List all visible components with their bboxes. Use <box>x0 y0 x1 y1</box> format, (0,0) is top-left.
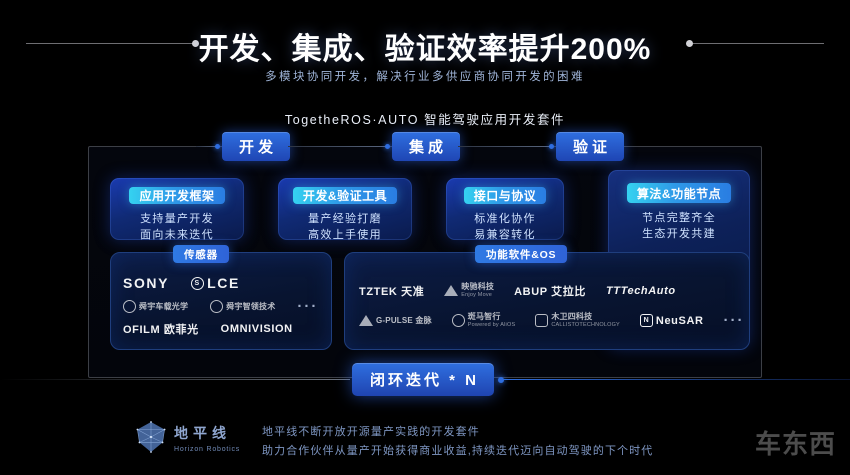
partner-logo-label: 木卫四科技 <box>551 312 593 322</box>
feature-card-text: 节点完整齐全 生态开发共建 <box>642 211 716 242</box>
stage-tab-verification[interactable]: 验证 <box>556 132 625 161</box>
partner-logo-omnivision: OMNIVISION <box>220 322 293 335</box>
enjoymove-mark-icon <box>444 284 459 297</box>
feature-card-line-2: 高效上手使用 <box>308 228 382 241</box>
feature-card-badge: 接口与协议 <box>463 187 547 204</box>
feature-card-line-2: 易兼容转化 <box>474 228 536 241</box>
sensor-partner-panel: 传感器 SONY S LCE 舜宇车载光学 舜宇智领技术 ··· <box>110 245 332 350</box>
partner-logo-lce: S LCE <box>191 275 240 291</box>
feature-card-line-1: 量产经验打磨 <box>308 213 382 225</box>
banma-mark-icon <box>451 314 465 328</box>
lce-mark-icon: S <box>191 276 205 290</box>
product-tag: TogetheROS·AUTO 智能驾驶应用开发套件 <box>284 113 566 127</box>
logo-row: SONY S LCE <box>111 275 331 291</box>
software-panel-badge: 功能软件&OS <box>475 245 568 263</box>
sunny-smartlead-mark-icon <box>210 299 224 313</box>
partner-logo-label-stack: 木卫四科技 CALLISTOTECHNOLOGY <box>551 312 620 329</box>
feature-card-dev-verify-tools[interactable]: 开发&验证工具 量产经验打磨 高效上手使用 <box>278 178 412 243</box>
stage-connector-1 <box>288 146 388 147</box>
logo-row: OFILM 欧菲光 OMNIVISION <box>111 321 331 337</box>
loop-line-dot <box>498 376 504 383</box>
stage-connector-dot-1 <box>385 143 390 149</box>
title-rule-right <box>690 43 824 44</box>
stage-connector-dot-0 <box>215 143 220 149</box>
partner-logo-tttech-auto: TTTechAuto <box>605 284 676 297</box>
feature-card-line-2: 生态开发共建 <box>642 227 716 240</box>
g-pulse-mark-icon <box>359 314 373 327</box>
footer: 地平线 Horizon Robotics 地平线不断开放开源量产实践的开发套件 … <box>0 412 850 475</box>
title-rule-dot-right <box>686 40 693 47</box>
footer-line-1: 地平线不断开放开源量产实践的开发套件 <box>262 426 480 438</box>
partner-logo-neusar: N NeuSAR <box>639 314 704 328</box>
partner-logo-g-pulse: G-PULSE 金脉 <box>359 314 432 327</box>
partner-logo-label-stack: 斑马智行 Powered by AliOS <box>467 312 516 329</box>
software-more-ellipsis[interactable]: ··· <box>723 312 745 330</box>
loop-line-left <box>0 379 350 380</box>
partner-logo-tztek: TZTEK 天准 <box>359 285 425 298</box>
partner-logo-label: NeuSAR <box>655 314 704 327</box>
feature-card-text: 标准化协作 易兼容转化 <box>474 212 536 243</box>
feature-card-line-1: 标准化协作 <box>474 213 536 225</box>
brand-name-en: Horizon Robotics <box>174 446 241 453</box>
feature-card-line-1: 支持量产开发 <box>140 213 214 225</box>
partner-logo-label: 斑马智行 <box>467 312 501 322</box>
sensor-panel-badge: 传感器 <box>173 245 229 263</box>
partner-logo-sunny-smartlead: 舜宇智领技术 <box>210 299 276 313</box>
footer-description: 地平线不断开放开源量产实践的开发套件 助力合作伙伴从量产开始获得商业收益,持续迭… <box>262 423 653 462</box>
partner-logo-banma: 斑马智行 Powered by AliOS <box>451 312 516 329</box>
footer-line-2: 助力合作伙伴从量产开始获得商业收益,持续迭代迈向自动驾驶的下个时代 <box>262 445 654 458</box>
software-logo-rows: TZTEK 天准 映驰科技 Enjoy Move ABUP 艾拉比 TTTech… <box>345 269 749 343</box>
partner-logo-sunny-automotive-optics: 舜宇车载光学 <box>123 299 189 313</box>
stage-tab-development[interactable]: 开发 <box>222 132 291 161</box>
sensor-logo-rows: SONY S LCE 舜宇车载光学 舜宇智领技术 ··· OFILM 欧菲光 <box>111 269 331 343</box>
feature-card-text: 量产经验打磨 高效上手使用 <box>308 212 382 243</box>
page-title: 开发、集成、验证效率提升200% <box>198 33 652 66</box>
feature-card-line-1: 节点完整齐全 <box>642 212 716 224</box>
brand-block: 地平线 Horizon Robotics <box>174 423 240 453</box>
partner-logo-label: G-PULSE 金脉 <box>376 316 432 326</box>
feature-card-text: 支持量产开发 面向未来迭代 <box>140 212 214 243</box>
feature-card-badge: 开发&验证工具 <box>292 187 398 204</box>
sensor-more-ellipsis[interactable]: ··· <box>297 297 319 315</box>
partner-logo-callisto: 木卫四科技 CALLISTOTECHNOLOGY <box>535 313 620 328</box>
logo-row: TZTEK 天准 映驰科技 Enjoy Move ABUP 艾拉比 TTTech… <box>345 282 749 299</box>
loop-line-right <box>500 379 850 380</box>
partner-logo-enjoymove: 映驰科技 Enjoy Move <box>444 282 495 299</box>
watermark: 车东西 <box>754 429 836 459</box>
partner-logo-sublabel: CALLISTOTECHNOLOGY <box>551 322 620 329</box>
stage-connector-2 <box>458 146 552 147</box>
partner-logo-sublabel: Enjoy Move <box>461 292 493 299</box>
title-rule-left <box>26 43 196 44</box>
brand-name-cn: 地平线 <box>174 425 231 441</box>
partner-logo-ofilm: OFILM 欧菲光 <box>123 323 199 336</box>
stage-tabs: 开发 集成 验证 <box>0 132 850 162</box>
partner-logo-label: LCE <box>207 275 240 292</box>
partner-logo-label-stack: 映驰科技 Enjoy Move <box>461 282 495 299</box>
feature-card-app-framework[interactable]: 应用开发框架 支持量产开发 面向未来迭代 <box>110 178 244 243</box>
partner-logo-label: 舜宇智领技术 <box>226 301 276 311</box>
stage-connector-dot-2 <box>549 143 554 149</box>
horizon-brain-logo-icon <box>136 421 166 453</box>
partner-logo-label: 舜宇车载光学 <box>139 301 189 311</box>
neusar-mark-icon: N <box>639 314 653 328</box>
closed-loop-iteration-chip[interactable]: 闭环迭代 * N <box>352 363 494 396</box>
partner-logo-abup: ABUP 艾拉比 <box>514 285 586 298</box>
stage-connector-0 <box>196 146 218 147</box>
callisto-mark-icon <box>535 314 549 328</box>
partner-logo-label: 映驰科技 <box>461 282 495 292</box>
feature-card-interface-protocol[interactable]: 接口与协议 标准化协作 易兼容转化 <box>446 178 564 243</box>
sunny-mark-icon <box>123 299 136 313</box>
logo-row: 舜宇车载光学 舜宇智领技术 ··· <box>111 298 331 315</box>
stage-tab-integration[interactable]: 集成 <box>392 132 461 161</box>
logo-row: G-PULSE 金脉 斑马智行 Powered by AliOS 木卫四科技 C… <box>345 312 749 329</box>
page-subtitle: 多模块协同开发，解决行业多供应商协同开发的困难 <box>265 71 585 83</box>
partner-logo-sony: SONY <box>123 275 170 292</box>
title-rule-dot-left <box>192 40 199 47</box>
feature-card-badge: 应用开发框架 <box>129 187 225 204</box>
feature-card-line-2: 面向未来迭代 <box>140 228 214 241</box>
software-partner-panel: 功能软件&OS TZTEK 天准 映驰科技 Enjoy Move ABUP 艾拉… <box>344 245 750 350</box>
partner-logo-sublabel: Powered by AliOS <box>467 322 516 329</box>
feature-card-badge: 算法&功能节点 <box>626 183 732 203</box>
